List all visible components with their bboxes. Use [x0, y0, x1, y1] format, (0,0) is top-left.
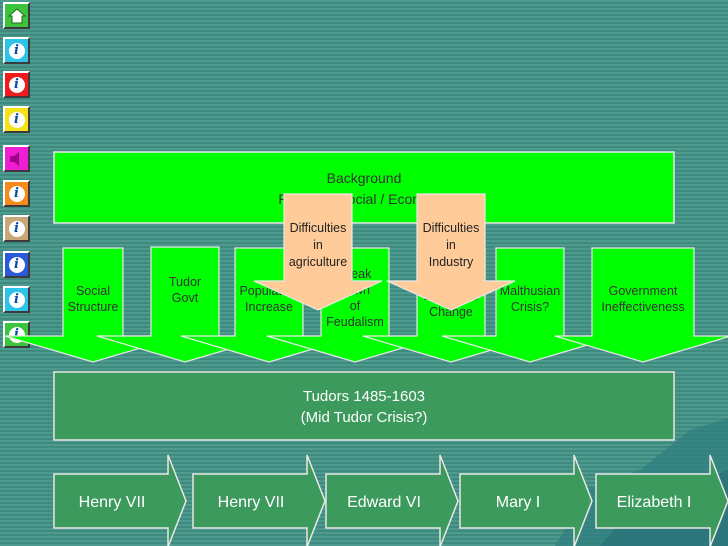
info-icon: i [8, 185, 25, 202]
monarch-arrow [595, 454, 728, 546]
sidebar-button-7[interactable]: i [3, 215, 30, 242]
info-icon: i [8, 256, 25, 273]
tudors-box [53, 371, 675, 441]
sidebar-button-6[interactable]: i [3, 180, 30, 207]
monarch-label: Mary I [496, 494, 540, 511]
tudors-subtitle: (Mid Tudor Crisis?) [301, 409, 428, 426]
home-icon [7, 7, 26, 23]
tudors-title: Tudors 1485-1603 [303, 388, 425, 405]
sidebar-button-3[interactable]: i [3, 71, 30, 98]
info-icon: i [8, 291, 25, 308]
difficulty-arrow [386, 193, 516, 311]
monarch-arrow [325, 454, 459, 546]
sidebar-button-8[interactable]: i [3, 251, 30, 278]
sidebar-button-1[interactable] [3, 2, 30, 29]
sidebar-button-9[interactable]: i [3, 286, 30, 313]
sidebar-button-2[interactable]: i [3, 37, 30, 64]
cause-arrow [4, 247, 182, 363]
info-icon: i [8, 111, 25, 128]
info-icon: i [8, 220, 25, 237]
info-icon: i [8, 42, 25, 59]
monarch-label: Edward VI [347, 494, 421, 511]
sidebar-button-4[interactable]: i [3, 106, 30, 133]
difficulty-arrow [253, 193, 383, 311]
speaker-icon [9, 151, 19, 166]
monarch-label: Elizabeth I [617, 494, 692, 511]
monarch-arrow [459, 454, 593, 546]
info-icon: i [8, 76, 25, 93]
background-box [53, 151, 675, 224]
monarch-arrow [192, 454, 326, 546]
monarch-label: Henry VII [79, 494, 146, 511]
cause-arrow [441, 247, 619, 363]
background-title: Background [327, 170, 402, 186]
cause-arrow [554, 247, 728, 363]
sidebar-button-5[interactable] [3, 145, 30, 172]
cause-arrow [266, 247, 444, 363]
monarch-label: Henry VII [218, 494, 285, 511]
monarch-arrow [53, 454, 187, 546]
